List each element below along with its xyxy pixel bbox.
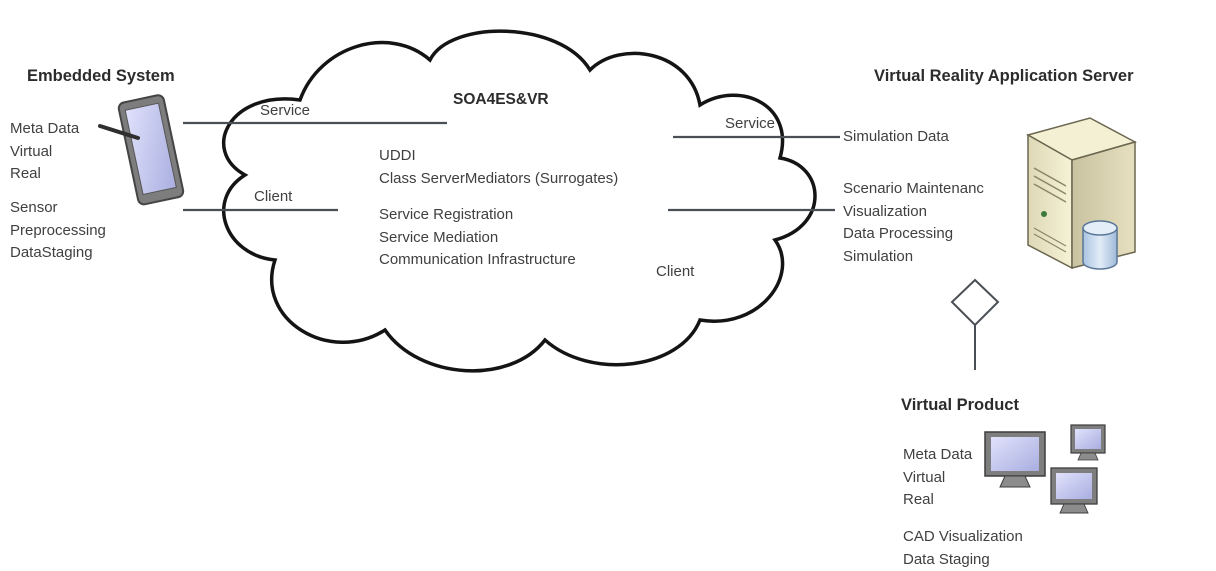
- right-service-label: Service: [725, 113, 775, 135]
- list-item: Simulation: [843, 246, 1019, 269]
- list-item: Preprocessing: [10, 220, 106, 243]
- cloud-title: SOA4ES&VR: [453, 91, 549, 109]
- list-item: Real: [10, 163, 79, 186]
- simulation-data-label: Simulation Data: [843, 126, 949, 148]
- server-tower-icon: [1028, 118, 1135, 269]
- list-item: Virtual: [10, 141, 79, 164]
- list-item: Real: [903, 489, 972, 512]
- cloud-top-list: UDDI Class ServerMediators (Surrogates): [379, 145, 618, 190]
- vr-server-title: Virtual Reality Application Server: [874, 67, 1216, 86]
- embedded-function-list: Sensor Preprocessing DataStaging: [10, 197, 106, 265]
- list-item: Data Processing: [843, 223, 1019, 246]
- list-item: Communication Infrastructure: [379, 249, 576, 272]
- monitor-large: [985, 432, 1045, 487]
- virtual-product-function-list: CAD Visualization Data Staging: [903, 526, 1023, 571]
- left-client-label: Client: [254, 186, 292, 208]
- list-item: Sensor: [10, 197, 106, 220]
- list-item: Service Registration: [379, 204, 576, 227]
- list-item: Scenario Maintenanc: [843, 178, 1019, 201]
- list-item: Meta Data: [903, 444, 972, 467]
- list-item: Visualization: [843, 201, 1019, 224]
- cloud-bottom-list: Service Registration Service Mediation C…: [379, 204, 576, 272]
- vr-server-function-list: Scenario Maintenanc Visualization Data P…: [843, 178, 1019, 268]
- list-item: Service Mediation: [379, 227, 576, 250]
- computer-monitors-icon: [985, 425, 1105, 513]
- list-item: Meta Data: [10, 118, 79, 141]
- embedded-system-title: Embedded System: [27, 67, 175, 86]
- list-item: Virtual: [903, 467, 972, 490]
- aggregation-diamond: [952, 280, 998, 325]
- monitor-medium-bottom: [1051, 468, 1097, 513]
- virtual-product-data-list: Meta Data Virtual Real: [903, 444, 972, 512]
- tablet-device-icon: [100, 94, 184, 205]
- list-item: Data Staging: [903, 549, 1023, 571]
- list-item: Class ServerMediators (Surrogates): [379, 168, 618, 191]
- right-client-label: Client: [656, 261, 694, 283]
- list-item: DataStaging: [10, 242, 106, 265]
- embedded-data-list: Meta Data Virtual Real: [10, 118, 79, 186]
- monitor-small-top: [1071, 425, 1105, 460]
- list-item: UDDI: [379, 145, 618, 168]
- virtual-product-title: Virtual Product: [901, 396, 1019, 415]
- network-cloud: [224, 31, 815, 371]
- list-item: CAD Visualization: [903, 526, 1023, 549]
- left-service-label: Service: [260, 100, 310, 122]
